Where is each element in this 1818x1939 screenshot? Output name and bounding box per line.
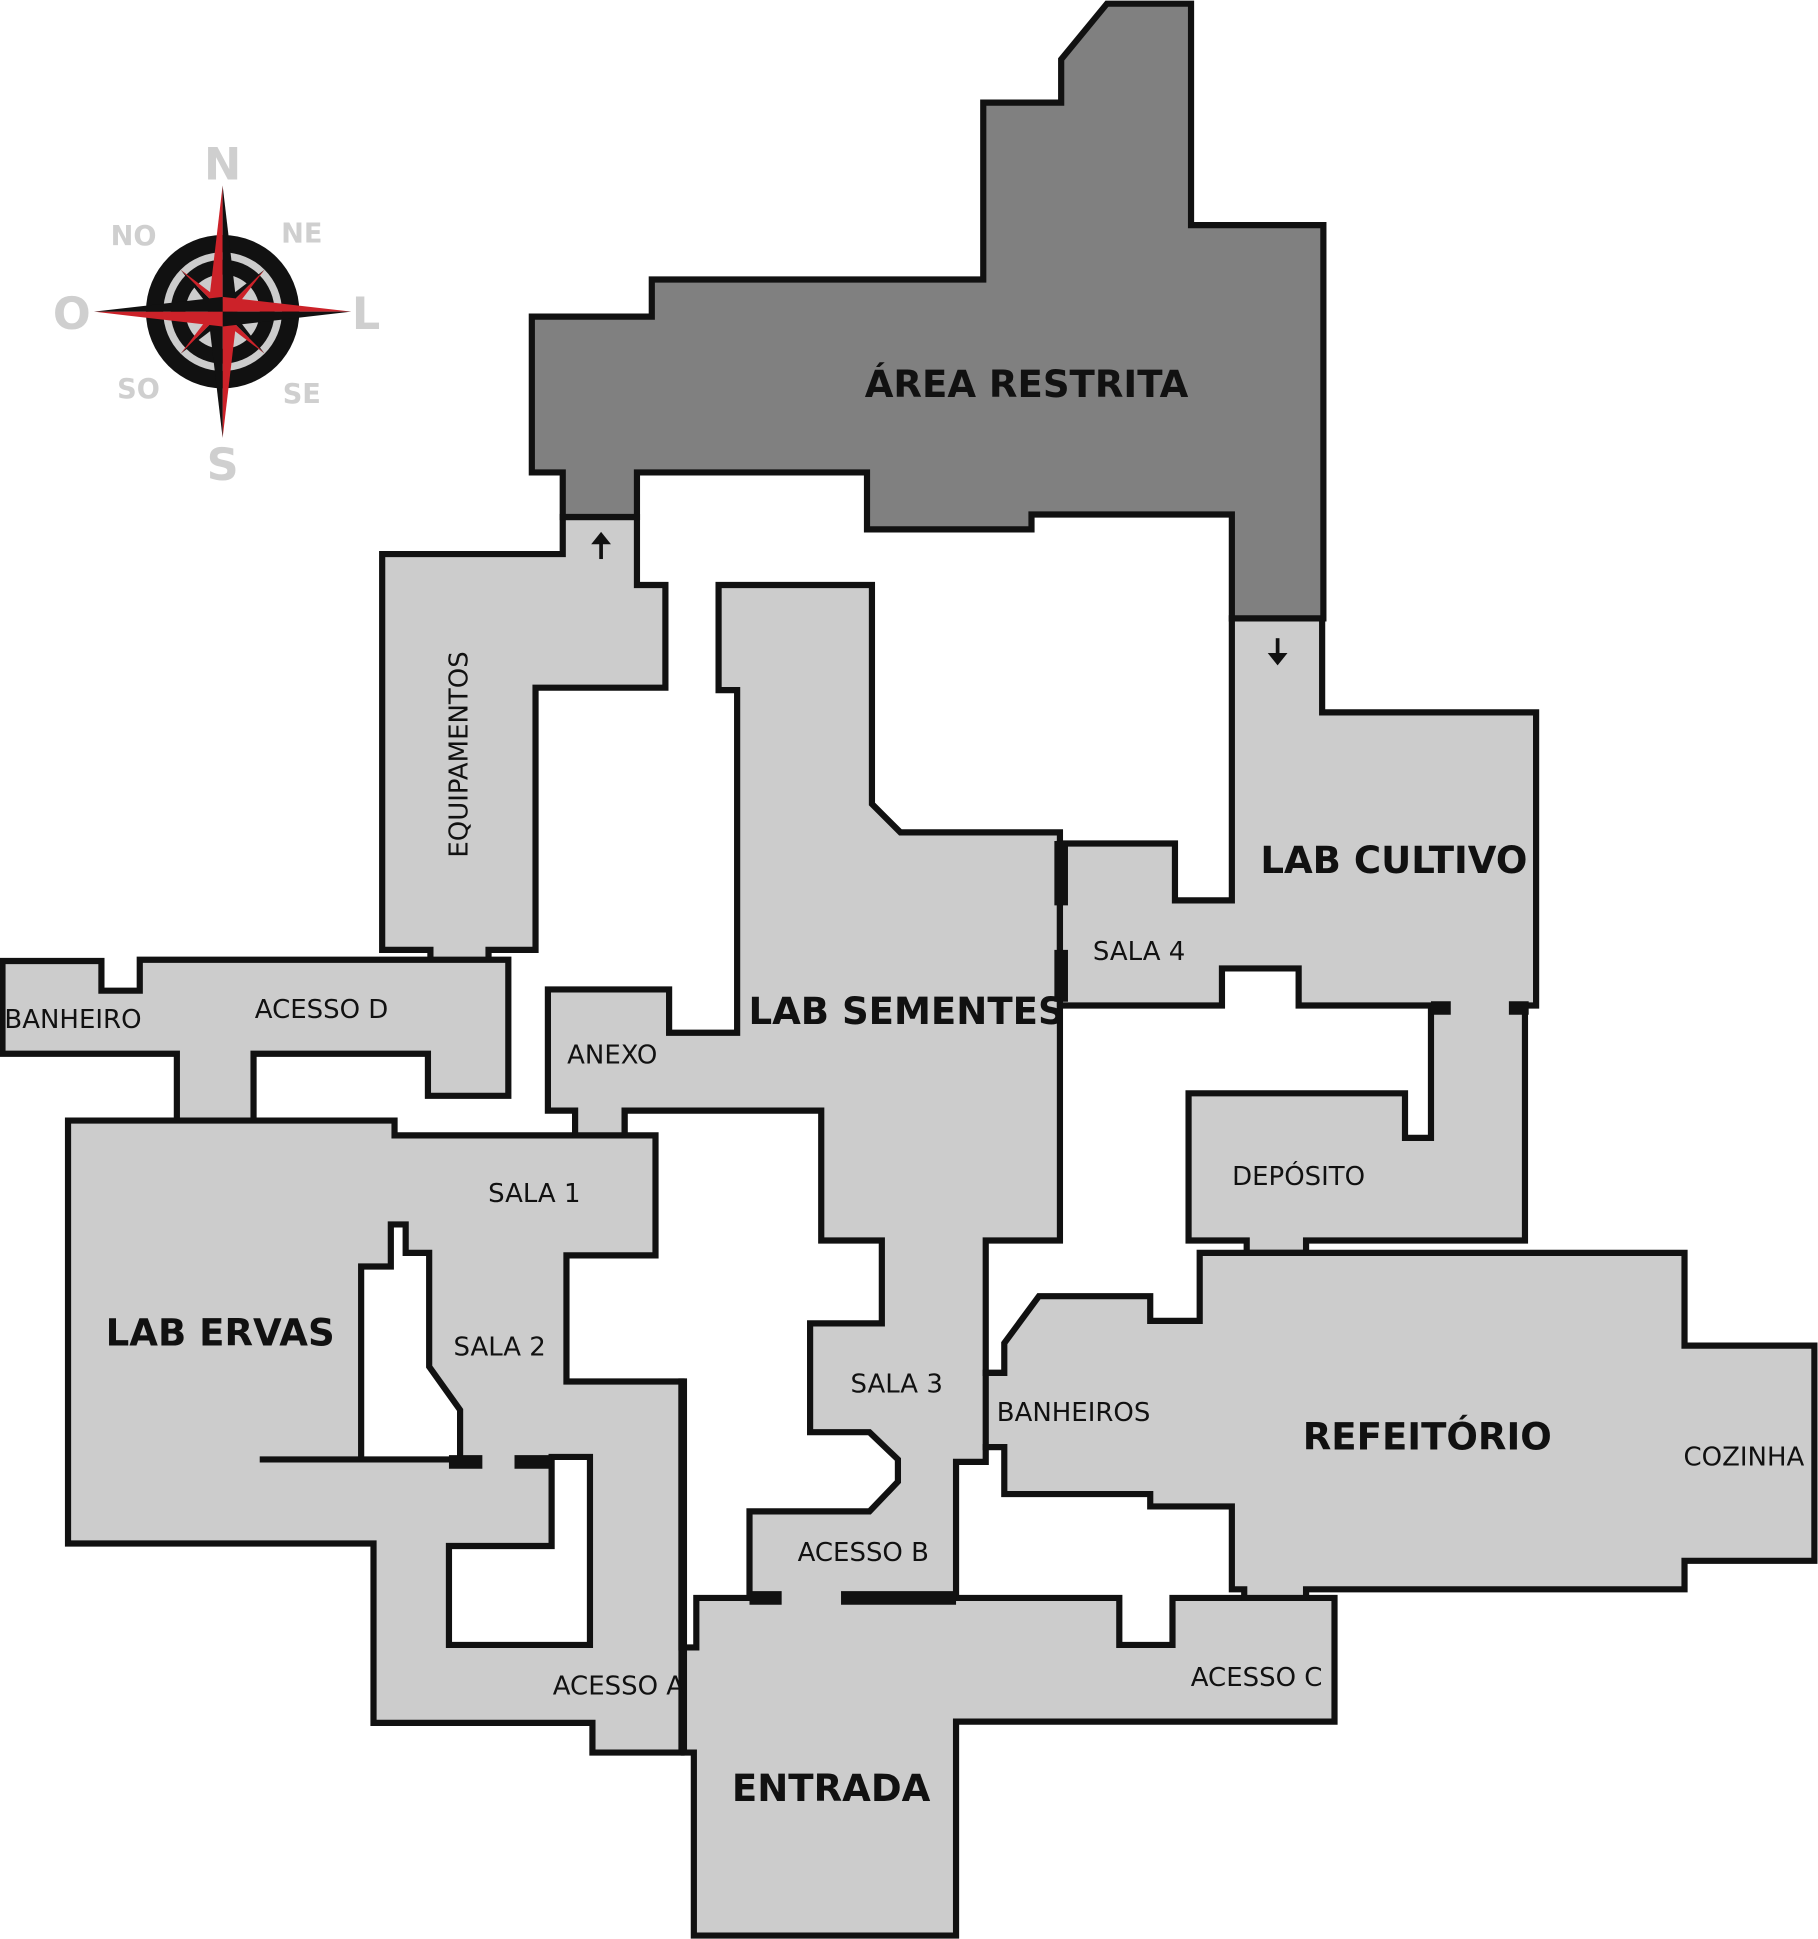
label-anexo: ANEXO (567, 1041, 657, 1071)
building-floor (0, 513, 1818, 1939)
label-deposito: DEPÓSITO (1232, 1160, 1365, 1192)
room-refeitorio (982, 1249, 1818, 1602)
label-sala-1: SALA 1 (488, 1179, 580, 1209)
room-acesso-d (0, 956, 512, 1124)
compass-west-label: O (53, 289, 91, 340)
label-area-restrita: ÁREA RESTRITA (865, 362, 1189, 406)
label-sala-3: SALA 3 (851, 1370, 943, 1400)
compass-rose-icon (93, 185, 352, 438)
compass-east-label: L (352, 289, 380, 340)
label-lab-cultivo: LAB CULTIVO (1260, 839, 1527, 882)
doors (448, 841, 1529, 1605)
room-equipamentos (379, 513, 669, 966)
room-lab-cultivo (1056, 615, 1540, 1256)
label-acesso-c: ACESSO C (1191, 1663, 1323, 1693)
label-banheiro: BANHEIRO (4, 1005, 141, 1035)
compass-southeast-label: SE (283, 379, 321, 410)
label-cozinha: COZINHA (1684, 1443, 1805, 1473)
label-banheiros: BANHEIROS (997, 1398, 1151, 1428)
label-acesso-b: ACESSO B (798, 1538, 929, 1568)
arrow-up-icon (591, 531, 611, 560)
label-acesso-a: ACESSO A (553, 1671, 685, 1701)
label-lab-ervas: LAB ERVAS (106, 1312, 335, 1355)
compass-northeast-label: NE (281, 218, 322, 249)
label-sala-2: SALA 2 (453, 1333, 545, 1363)
compass-southwest-label: SO (117, 374, 160, 405)
label-equipamentos: EQUIPAMENTOS (445, 651, 475, 857)
compass-northwest-label: NO (111, 221, 157, 252)
room-area-restrita (528, 0, 1327, 622)
arrow-down-icon (1267, 638, 1288, 666)
compass-north-label: N (204, 139, 241, 190)
label-refeitorio: REFEITÓRIO (1303, 1415, 1552, 1459)
label-acesso-d: ACESSO D (255, 995, 389, 1025)
label-lab-sementes: LAB SEMENTES (748, 990, 1064, 1033)
courtyards (259, 1221, 594, 1649)
label-entrada: ENTRADA (732, 1767, 931, 1810)
compass-south-label: S (207, 440, 239, 491)
label-sala-4: SALA 4 (1093, 937, 1185, 967)
